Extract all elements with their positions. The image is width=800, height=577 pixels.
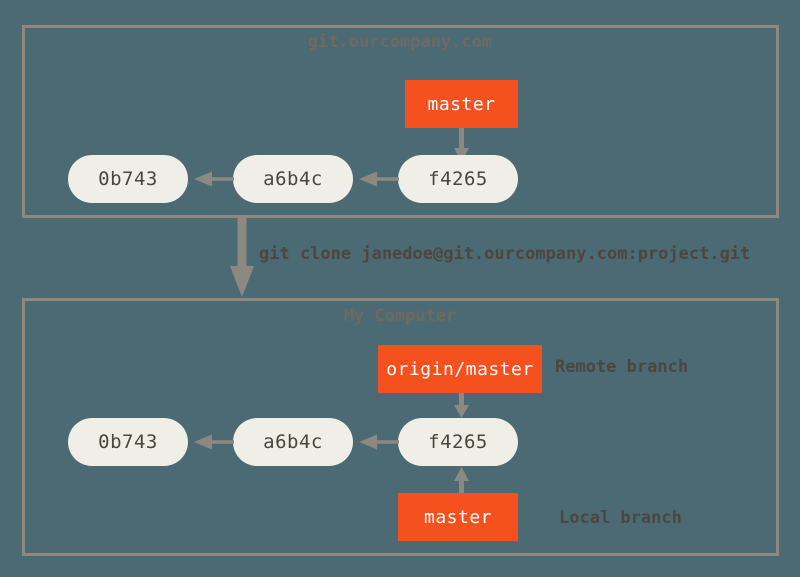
server-panel-title: git.ourcompany.com: [307, 32, 493, 52]
server-commit-label-1: a6b4c: [263, 168, 323, 190]
origin-master-branch-label: origin/master: [386, 358, 534, 380]
local-commit-node-f4265[interactable]: f4265: [398, 418, 518, 466]
server-commit-node-a6b4c[interactable]: a6b4c: [233, 155, 353, 203]
local-commit-node-a6b4c[interactable]: a6b4c: [233, 418, 353, 466]
local-commit-label-0: 0b743: [98, 431, 158, 453]
local-master-branch-box[interactable]: master: [398, 493, 518, 541]
server-panel: [22, 25, 779, 218]
local-commit-label-2: f4265: [428, 431, 488, 453]
server-commit-label-0: 0b743: [98, 168, 158, 190]
server-commit-node-f4265[interactable]: f4265: [398, 155, 518, 203]
server-commit-node-0b743[interactable]: 0b743: [68, 155, 188, 203]
local-panel: [22, 298, 779, 556]
server-master-branch-label: master: [427, 93, 496, 115]
local-master-branch-label: master: [423, 506, 493, 528]
git-clone-command-text: git clone janedoe@git.ourcompany.com:pro…: [259, 244, 751, 264]
local-panel-title: My Computer: [343, 306, 457, 326]
remote-branch-annotation: Remote branch: [555, 357, 689, 377]
local-branch-annotation: Local branch: [559, 508, 682, 528]
server-master-branch-box[interactable]: master: [405, 80, 518, 128]
git-clone-arrow: [230, 218, 254, 297]
local-commit-node-0b743[interactable]: 0b743: [68, 418, 188, 466]
origin-master-branch-box[interactable]: origin/master: [378, 345, 542, 393]
local-commit-label-1: a6b4c: [263, 431, 323, 453]
server-commit-label-2: f4265: [428, 168, 488, 190]
